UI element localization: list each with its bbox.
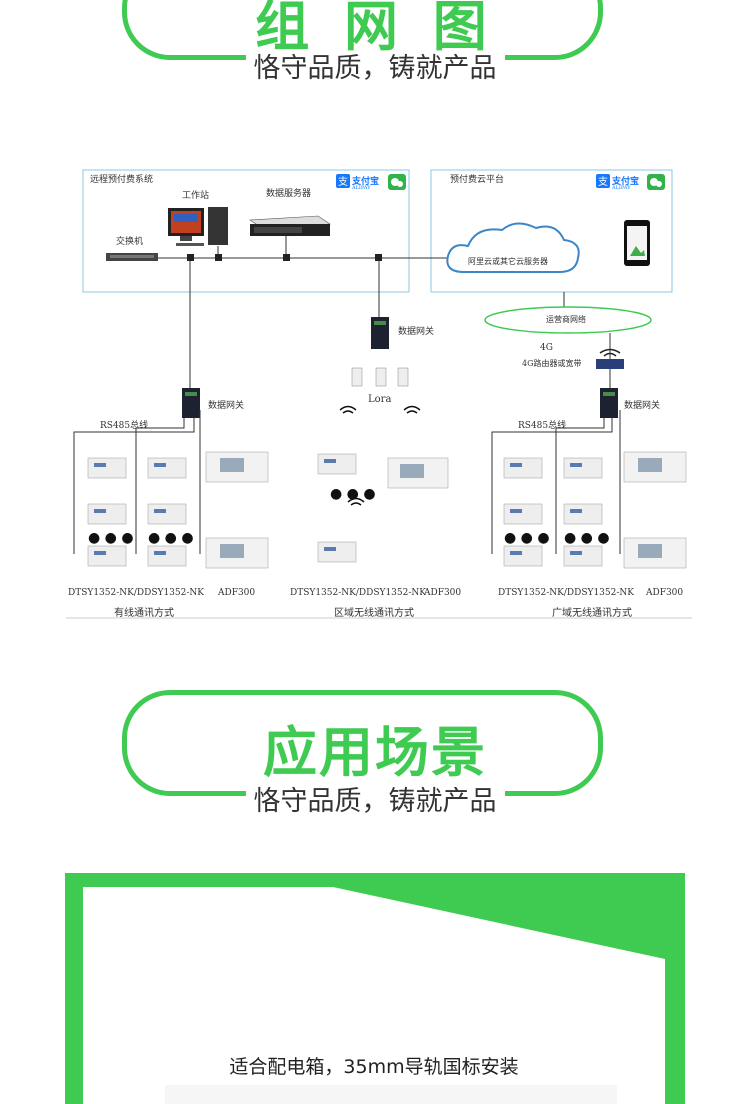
left-box-title: 远程预付费系统 bbox=[90, 175, 154, 185]
meter-icon bbox=[503, 545, 543, 567]
section2-subtitle: 恪守品质，铸就产品 bbox=[0, 779, 750, 818]
local-system-box bbox=[82, 169, 410, 293]
lora-module-icon bbox=[351, 367, 363, 387]
network-diagram-graphics: 支 支 bbox=[66, 169, 692, 619]
wechat-icon bbox=[647, 174, 665, 190]
svg-text:● ● ●: ● ● ● bbox=[564, 530, 610, 546]
lora-module-icon bbox=[375, 367, 387, 387]
router-desc-label: 4G路由器或宽带 bbox=[522, 359, 582, 368]
operator-network-ellipse bbox=[484, 306, 652, 334]
gateway-icon bbox=[600, 388, 618, 418]
group3-adf-label: ADF300 bbox=[646, 588, 684, 598]
gateway-label: 数据网关 bbox=[624, 401, 661, 411]
meter-icon bbox=[563, 457, 603, 479]
meter-icon bbox=[563, 545, 603, 567]
group2-meters-label: DTSY1352-NK/DDSY1352-NK bbox=[290, 588, 426, 598]
workstation-label: 工作站 bbox=[182, 191, 210, 201]
svg-text:支: 支 bbox=[598, 176, 608, 188]
group1-meters-label: DTSY1352-NK/DDSY1352-NK bbox=[68, 588, 204, 598]
group3-meters-label: DTSY1352-NK/DDSY1352-NK bbox=[498, 588, 634, 598]
svg-text:● ● ●: ● ● ● bbox=[504, 530, 550, 546]
adf-icon bbox=[387, 457, 449, 489]
gateway-icon bbox=[182, 388, 200, 418]
adf-icon bbox=[623, 451, 687, 483]
network-diagram: 支 支 bbox=[64, 160, 694, 620]
right-box-title: 预付费云平台 bbox=[450, 175, 505, 185]
operator-network-label: 运营商网络 bbox=[546, 315, 586, 324]
meter-icon bbox=[563, 503, 603, 525]
server-icon bbox=[249, 215, 331, 236]
application-card-bg bbox=[165, 887, 665, 1104]
meter-icon bbox=[503, 457, 543, 479]
alipay-label: 支付宝 bbox=[352, 177, 380, 187]
adf-icon bbox=[205, 537, 269, 569]
alipay-icon: 支 bbox=[336, 174, 350, 188]
meter-icon bbox=[317, 453, 357, 475]
gateway-label: 数据网关 bbox=[208, 401, 245, 411]
group1-adf-label: ADF300 bbox=[218, 588, 256, 598]
cloud-platform-box bbox=[430, 169, 673, 293]
adf-icon bbox=[623, 537, 687, 569]
group2-adf-label: ADF300 bbox=[424, 588, 462, 598]
group1-mode-label: 有线通讯方式 bbox=[114, 608, 174, 619]
svg-text:● ● ●: ● ● ● bbox=[330, 486, 376, 502]
svg-text:● ● ●: ● ● ● bbox=[148, 530, 194, 546]
meter-icon bbox=[503, 503, 543, 525]
lora-label: Lora bbox=[368, 394, 392, 405]
router-icon bbox=[596, 348, 624, 369]
meter-icon bbox=[87, 457, 127, 479]
meter-icon bbox=[317, 541, 357, 563]
application-caption: 适合配电箱，35mm导轨国标安装 bbox=[229, 1056, 519, 1078]
wifi-icon bbox=[403, 405, 421, 414]
wifi-icon bbox=[339, 405, 357, 414]
data-server-label: 数据服务器 bbox=[266, 189, 312, 199]
cloud-icon bbox=[446, 222, 580, 273]
gateway-label: 数据网关 bbox=[398, 327, 435, 337]
rs485-label: RS485总线 bbox=[518, 421, 567, 431]
svg-text:支: 支 bbox=[338, 176, 348, 188]
meter-icon bbox=[147, 545, 187, 567]
section2-title: 应用场景 bbox=[263, 721, 487, 784]
meter-icon bbox=[87, 545, 127, 567]
gateway-icon bbox=[371, 317, 389, 349]
wechat-icon bbox=[388, 174, 406, 190]
switch-label: 交换机 bbox=[116, 237, 144, 247]
switch-icon bbox=[106, 253, 158, 261]
adf-icon bbox=[205, 451, 269, 483]
alipay-en-label: ALIPAY bbox=[612, 185, 631, 191]
application-card bbox=[83, 887, 665, 1104]
alipay-en-label: ALIPAY bbox=[352, 185, 371, 191]
section1-subtitle: 恪守品质，铸就产品 bbox=[0, 46, 750, 85]
rs485-label: RS485总线 bbox=[100, 421, 149, 431]
alipay-label: 支付宝 bbox=[612, 177, 640, 187]
meter-icon bbox=[87, 503, 127, 525]
group3-mode-label: 广域无线通讯方式 bbox=[552, 608, 632, 619]
lora-module-icon bbox=[397, 367, 409, 387]
cloud-label: 阿里云或其它云服务器 bbox=[468, 257, 548, 266]
router-4g-label: 4G bbox=[540, 343, 553, 353]
section1-title: 组 网 图 bbox=[255, 0, 495, 58]
phone-icon bbox=[624, 220, 650, 266]
meter-icon bbox=[147, 457, 187, 479]
group2-mode-label: 区域无线通讯方式 bbox=[334, 608, 414, 619]
wifi-icon bbox=[347, 497, 365, 506]
meter-icon bbox=[147, 503, 187, 525]
alipay-icon: 支 bbox=[596, 174, 610, 188]
workstation-icon bbox=[168, 207, 228, 246]
svg-text:● ● ●: ● ● ● bbox=[88, 530, 134, 546]
